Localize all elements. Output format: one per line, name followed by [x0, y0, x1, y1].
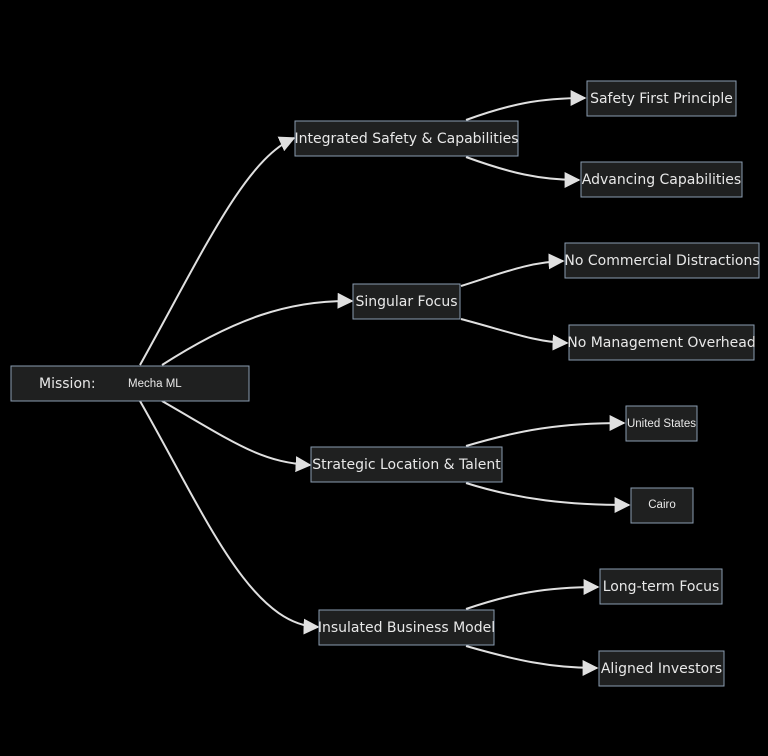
leaf-label: No Commercial Distractions [564, 253, 759, 269]
leaf-node-united-states[interactable]: United States [625, 405, 698, 442]
edge-branch-0-leaf-1 [465, 156, 581, 188]
leaf-label: Advancing Capabilities [582, 172, 741, 188]
branch-label: Singular Focus [355, 294, 457, 310]
edge-branch-0-leaf-0 [465, 90, 587, 121]
leaf-node-long-term[interactable]: Long-term Focus [599, 568, 723, 605]
leaf-label: No Management Overhead [567, 335, 756, 351]
leaf-node-no-management[interactable]: No Management Overhead [567, 324, 756, 361]
edge-branch-2-leaf-0 [465, 415, 626, 447]
leaf-node-no-commercial[interactable]: No Commercial Distractions [564, 242, 760, 279]
root-node[interactable]: Mission: Mecha ML [10, 365, 250, 402]
edge-branch-3-leaf-1 [465, 645, 599, 676]
edge-branch-2-leaf-1 [465, 482, 631, 513]
branch-label: Integrated Safety & Capabilities [294, 131, 518, 147]
leaf-label: Safety First Principle [590, 91, 733, 107]
branch-node-singular-focus[interactable]: Singular Focus [352, 283, 461, 320]
branch-node-integrated-safety[interactable]: Integrated Safety & Capabilities [294, 120, 519, 157]
branch-node-insulated-business[interactable]: Insulated Business Model [318, 609, 495, 646]
root-label: Mission: [39, 376, 96, 392]
leaf-label: Long-term Focus [603, 579, 720, 595]
branch-label: Insulated Business Model [318, 620, 495, 636]
branch-label: Strategic Location & Talent [312, 457, 501, 473]
edge-root-branch-3 [139, 400, 320, 635]
edge-branch-1-leaf-1 [460, 318, 569, 351]
edge-branch-1-leaf-0 [460, 253, 565, 287]
leaf-label: United States [627, 418, 696, 430]
leaf-label: Aligned Investors [601, 661, 722, 677]
leaf-label: Cairo [648, 499, 675, 511]
leaf-node-aligned-investors[interactable]: Aligned Investors [598, 650, 725, 687]
edge-root-branch-1 [161, 292, 354, 366]
edge-branch-3-leaf-0 [465, 579, 600, 610]
leaf-node-safety-first[interactable]: Safety First Principle [586, 80, 737, 117]
root-value: Mecha ML [128, 378, 182, 390]
leaf-node-cairo[interactable]: Cairo [630, 487, 694, 524]
leaf-node-advancing-capabilities[interactable]: Advancing Capabilities [580, 161, 743, 198]
branch-node-strategic-location[interactable]: Strategic Location & Talent [310, 446, 503, 483]
edge-root-branch-0 [139, 136, 296, 366]
edge-root-branch-2 [161, 400, 312, 473]
